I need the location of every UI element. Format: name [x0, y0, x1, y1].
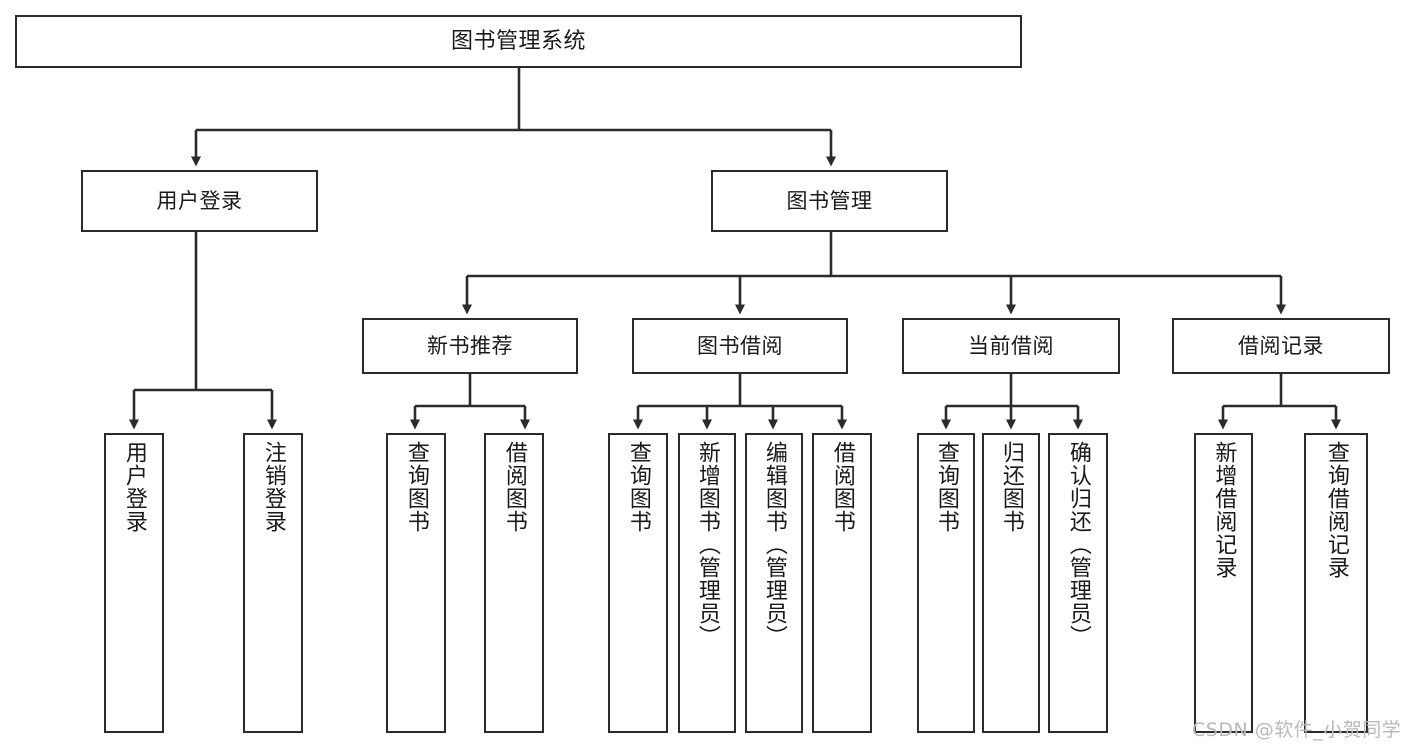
node-user-login[interactable]: 用户登录: [81, 170, 318, 232]
node-root-system[interactable]: 图书管理系统: [15, 15, 1022, 68]
leaf-query-borrowing-record[interactable]: 查询借阅记录: [1304, 433, 1368, 733]
node-label: 归还图书: [998, 441, 1024, 533]
node-label: 图书管理系统: [450, 28, 586, 54]
node-new-book-recommendation[interactable]: 新书推荐: [362, 318, 578, 374]
node-book-borrowing[interactable]: 图书借阅: [632, 318, 848, 374]
node-label: 图书借阅: [697, 333, 783, 358]
leaf-logout[interactable]: 注销登录: [243, 433, 303, 733]
node-label: 确认归还（管理员）: [1065, 441, 1091, 648]
node-label: 查询图书: [933, 441, 959, 533]
leaf-query-book-current[interactable]: 查询图书: [917, 433, 975, 733]
leaf-add-borrowing-record[interactable]: 新增借阅记录: [1194, 433, 1253, 733]
node-label: 查询借阅记录: [1323, 441, 1349, 579]
leaf-user-login[interactable]: 用户登录: [104, 433, 164, 733]
node-label: 注销登录: [260, 441, 286, 533]
watermark-text: CSDN @软件_小贺同学: [1192, 719, 1402, 741]
node-label: 新书推荐: [427, 333, 513, 358]
leaf-edit-book-admin[interactable]: 编辑图书（管理员）: [745, 433, 803, 733]
node-label: 图书管理: [786, 188, 873, 213]
node-borrowing-records[interactable]: 借阅记录: [1172, 318, 1390, 374]
node-label: 当前借阅: [968, 333, 1054, 358]
node-label: 借阅图书: [501, 441, 527, 533]
node-label: 用户登录: [121, 441, 147, 533]
leaf-confirm-return-admin[interactable]: 确认归还（管理员）: [1048, 433, 1108, 733]
node-label: 新增图书（管理员）: [694, 441, 720, 648]
node-label: 借阅图书: [829, 441, 855, 533]
leaf-add-book-admin[interactable]: 新增图书（管理员）: [678, 433, 736, 733]
leaf-return-book[interactable]: 归还图书: [982, 433, 1040, 733]
node-label: 编辑图书（管理员）: [761, 441, 787, 648]
leaf-query-book-borrowing[interactable]: 查询图书: [608, 433, 668, 733]
leaf-borrow-book-recommendation[interactable]: 借阅图书: [484, 433, 544, 733]
node-label: 新增借阅记录: [1211, 441, 1237, 579]
node-current-borrowing[interactable]: 当前借阅: [902, 318, 1120, 374]
leaf-borrow-book-borrowing[interactable]: 借阅图书: [812, 433, 872, 733]
node-label: 查询图书: [403, 441, 429, 533]
node-book-management[interactable]: 图书管理: [711, 170, 948, 232]
leaf-query-book-recommendation[interactable]: 查询图书: [386, 433, 446, 733]
node-label: 用户登录: [156, 188, 243, 213]
node-label: 借阅记录: [1238, 333, 1324, 358]
node-label: 查询图书: [625, 441, 651, 533]
